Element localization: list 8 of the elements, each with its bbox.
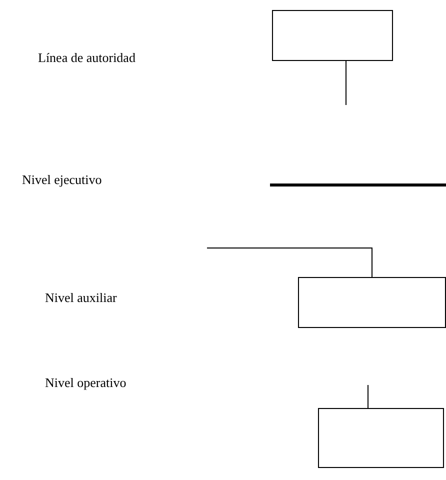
level-label: Línea de autoridad (38, 50, 136, 66)
level-label: Nivel auxiliar (45, 290, 117, 306)
org-box (272, 10, 393, 61)
connector-line (206, 248, 372, 278)
level-label: Nivel ejecutivo (22, 172, 102, 188)
org-box (318, 408, 444, 468)
level-label: Nivel operativo (45, 375, 126, 391)
org-box (298, 277, 446, 328)
